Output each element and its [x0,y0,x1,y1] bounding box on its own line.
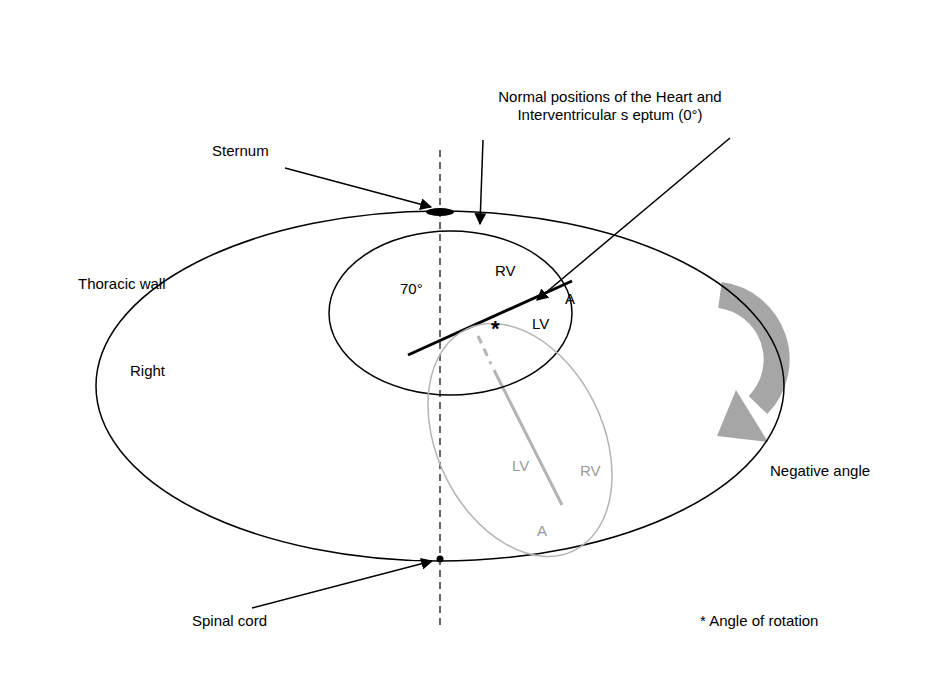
chamber-label: LV [512,457,529,475]
leader-arrow [480,140,483,224]
chamber-label: A [565,290,575,308]
leader-arrow [285,168,431,207]
sternum-label: Sternum [212,142,269,160]
rotated-septum-dashed [478,336,491,364]
anatomy-region: RV 70° A LV * [328,230,573,396]
chamber-label: LV [532,315,549,333]
heart-outline [328,230,573,396]
rotation-arrow [720,295,777,405]
anatomy-region: LV RV A [428,324,612,556]
chamber-label: * [491,318,500,340]
rotated-heart-outline [428,324,612,556]
chamber-label: RV [580,462,601,480]
rotation-arrowhead [717,390,768,442]
heart-outline [329,231,572,395]
leader-arrow [252,561,432,608]
chamber-label: RV [495,262,516,280]
thoracic-wall-outline [96,211,784,561]
region-label: Thoracic wall [78,275,166,293]
negative-angle-label: Negative angle [770,462,870,480]
spinal-cord-label: Spinal cord [192,612,267,630]
thoracic-wall-outline [95,210,785,562]
chamber-label: Right [130,362,165,380]
normal-position-note: Normal positions of the Heart and Interv… [455,88,765,124]
sternum-mark [426,208,454,216]
leader-arrow [537,138,730,300]
anatomy-region: Thoracic wallRightRV70°ALV*LVRVA [95,210,785,562]
angle-footnote: * Angle of rotation [700,612,818,630]
chamber-label: A [537,522,547,540]
chamber-label: 70° [400,280,423,298]
rotated-heart-outline [391,293,648,587]
rotated-septum-line [494,370,562,505]
